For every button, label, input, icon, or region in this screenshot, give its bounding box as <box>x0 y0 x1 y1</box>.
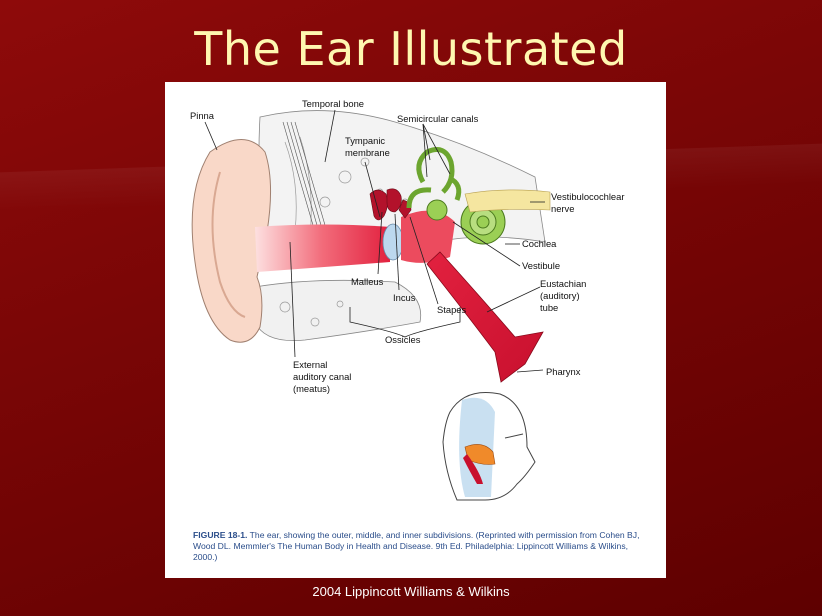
figure-caption: FIGURE 18-1. The ear, showing the outer,… <box>193 530 653 563</box>
head-inset <box>442 392 536 501</box>
label-cochlea: Cochlea <box>522 238 557 249</box>
label-semicircular-canals: Semicircular canals <box>397 113 479 124</box>
label-stapes: Stapes <box>437 304 466 315</box>
label-temporal-bone: Temporal bone <box>302 98 364 109</box>
hair-lines <box>282 121 328 233</box>
label-external-canal-2: auditory canal <box>293 371 351 382</box>
figure-caption-text: The ear, showing the outer, middle, and … <box>193 530 640 562</box>
label-vestibulocochlear-1: Vestibulocochlear <box>551 191 624 202</box>
label-tympanic-1: Tympanic <box>345 135 385 146</box>
ear-diagram: Pinna Temporal bone Semicircular canals … <box>190 98 624 501</box>
label-eustachian-1: Eustachian <box>540 278 586 289</box>
label-vestibule: Vestibule <box>522 260 560 271</box>
label-malleus: Malleus <box>351 276 384 287</box>
middle-ear-cavity <box>401 210 455 263</box>
label-vestibulocochlear-2: nerve <box>551 203 574 214</box>
figure-caption-label: FIGURE 18-1. <box>193 530 248 540</box>
slide-footer: 2004 Lippincott Williams & Wilkins <box>312 584 510 599</box>
pinna-shape <box>191 139 272 343</box>
vestibulocochlear-nerve-shape <box>464 189 551 213</box>
label-pharynx: Pharynx <box>546 366 581 377</box>
leader-lines <box>204 109 545 373</box>
label-pinna: Pinna <box>190 110 215 121</box>
label-external-canal-1: External <box>293 359 327 370</box>
label-external-canal-3: (meatus) <box>293 383 330 394</box>
label-eustachian-2: (auditory) <box>540 290 580 301</box>
pinna-inner-fold <box>211 171 246 318</box>
ear-figure: Pinna Temporal bone Semicircular canals … <box>165 82 666 578</box>
label-incus: Incus <box>393 292 416 303</box>
label-ossicles: Ossicles <box>385 334 421 345</box>
lower-bone-shape <box>254 279 422 341</box>
external-canal-shape <box>255 224 390 272</box>
label-tympanic-2: membrane <box>345 147 390 158</box>
slide-title: The Ear Illustrated <box>194 22 628 76</box>
tympanic-membrane-shape <box>382 223 404 261</box>
eustachian-tube-shape <box>426 251 544 383</box>
label-eustachian-3: tube <box>540 302 558 313</box>
